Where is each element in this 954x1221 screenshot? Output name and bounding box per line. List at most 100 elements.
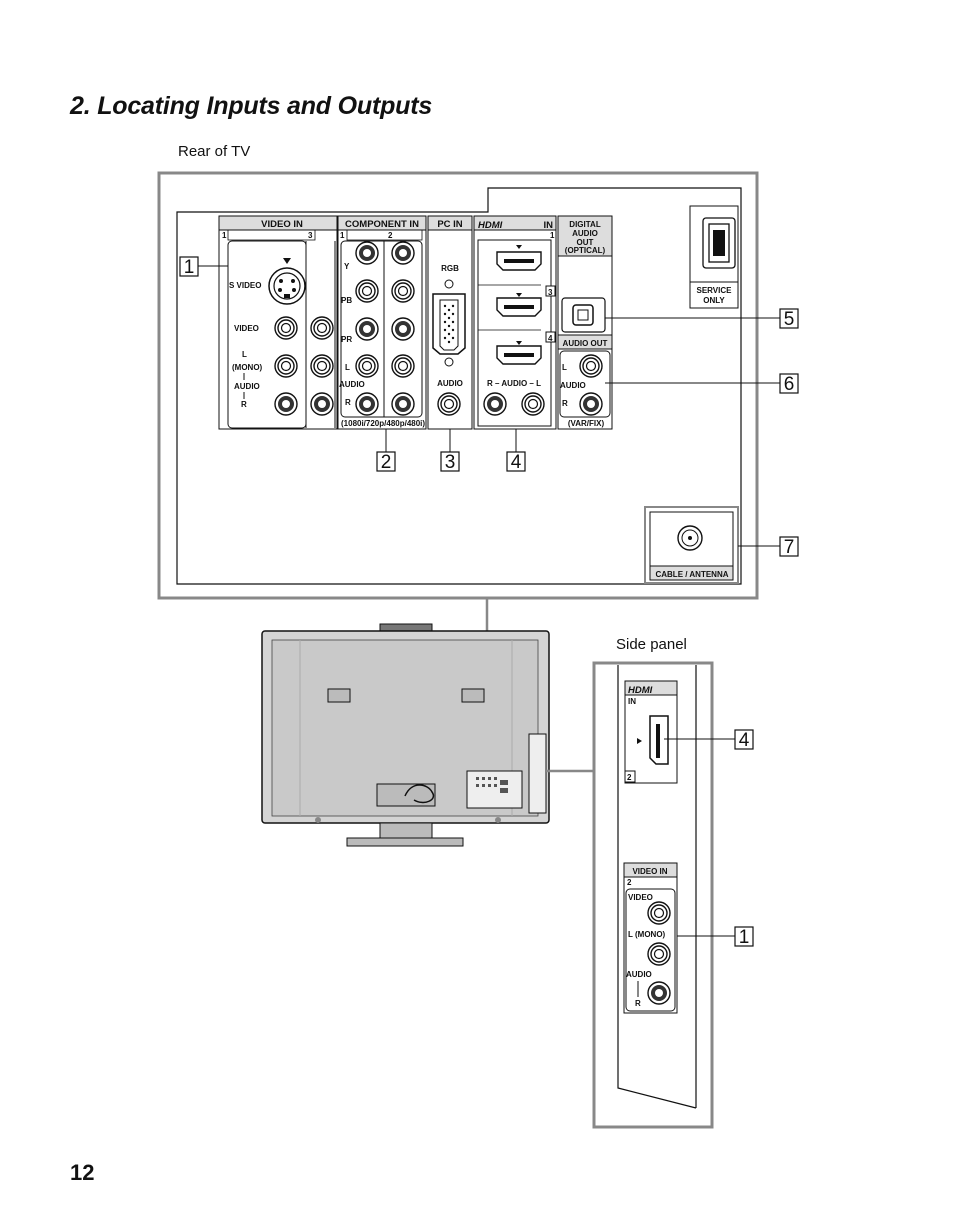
video-audio-label: AUDIO bbox=[234, 382, 260, 391]
audio-label-top: AUDIO bbox=[572, 229, 598, 238]
out-label: OUT bbox=[577, 238, 594, 247]
component-1-audio-r-port[interactable] bbox=[355, 392, 379, 416]
side-hdmi-in-label: IN bbox=[628, 697, 636, 706]
video-in-1-audio-l-port[interactable] bbox=[274, 354, 298, 378]
side-video-port[interactable] bbox=[647, 901, 671, 925]
component-in-group: COMPONENT IN 1 2 Y PB PR L AUDIO R (1080… bbox=[337, 215, 427, 430]
hdmi-in-label: IN bbox=[544, 220, 554, 231]
component-2-audio-r-port[interactable] bbox=[391, 392, 415, 416]
video-in-1-audio-r-port[interactable] bbox=[274, 392, 298, 416]
service-only-group: SERVICE ONLY bbox=[689, 205, 739, 309]
video-in-3-label: 3 bbox=[308, 231, 313, 240]
component-2-audio-l-port[interactable] bbox=[391, 354, 415, 378]
component-2-label: 2 bbox=[388, 231, 393, 240]
optical-label: (OPTICAL) bbox=[565, 246, 606, 255]
hdmi-1-label: 1 bbox=[550, 231, 555, 240]
component-1-pr-port[interactable] bbox=[355, 317, 379, 341]
pr-label: PR bbox=[341, 335, 352, 344]
side-mono-label: (MONO) bbox=[635, 930, 666, 939]
rear-of-tv-caption: Rear of TV bbox=[178, 143, 251, 160]
side-audio-l-port[interactable] bbox=[647, 942, 671, 966]
hdmi-3-port[interactable] bbox=[496, 297, 542, 317]
page-title: 2. Locating Inputs and Outputs bbox=[70, 92, 433, 120]
component-1-label: 1 bbox=[340, 231, 345, 240]
only-label: ONLY bbox=[703, 296, 725, 305]
video-in-3-audio-l-port[interactable] bbox=[310, 354, 334, 378]
pb-label: PB bbox=[341, 296, 352, 305]
cable-antenna-group: CABLE / ANTENNA bbox=[644, 506, 739, 584]
callout-1-rear: 1 bbox=[184, 257, 195, 278]
callout-6: 6 bbox=[784, 374, 795, 395]
side-hdmi-2-label: 2 bbox=[627, 773, 632, 782]
rear-callouts: 1 2 3 4 5 6 7 bbox=[179, 256, 799, 558]
callout-7: 7 bbox=[784, 537, 795, 558]
component-2-pb-port[interactable] bbox=[391, 279, 415, 303]
callout-2: 2 bbox=[381, 452, 392, 473]
side-panel-caption: Side panel bbox=[616, 636, 687, 653]
pc-audio-port[interactable] bbox=[437, 392, 461, 416]
digital-label: DIGITAL bbox=[569, 220, 601, 229]
audio-out-audio-label: AUDIO bbox=[560, 381, 586, 390]
rgb-label: RGB bbox=[441, 264, 459, 273]
digital-audio-out-group: DIGITAL AUDIO OUT (OPTICAL) AUDIO OUT L … bbox=[557, 215, 613, 430]
callout-4-side: 4 bbox=[739, 730, 750, 751]
audio-out-r-label: R bbox=[562, 399, 568, 408]
component-1-y-port[interactable] bbox=[355, 241, 379, 265]
video-in-3-video-port[interactable] bbox=[310, 316, 334, 340]
side-panel: HDMI IN 2 VIDEO IN 2 VIDEO L (MONO) AUDI… bbox=[546, 661, 754, 1129]
audio-out-l-label: L bbox=[562, 363, 567, 372]
callout-3: 3 bbox=[445, 452, 456, 473]
video-audio-r-label: R bbox=[241, 400, 247, 409]
var-fix-label: (VAR/FIX) bbox=[568, 419, 605, 428]
hdmi-1-port[interactable] bbox=[496, 251, 542, 271]
component-in-label: COMPONENT IN bbox=[345, 219, 419, 230]
service-label: SERVICE bbox=[697, 286, 733, 295]
video-in-1-video-port[interactable] bbox=[274, 316, 298, 340]
pc-audio-label: AUDIO bbox=[437, 379, 463, 388]
pc-in-group: PC IN RGB AUDIO bbox=[427, 215, 473, 430]
y-label: Y bbox=[344, 262, 350, 271]
callout-4-rear: 4 bbox=[511, 452, 522, 473]
hdmi-audio-l-port[interactable] bbox=[521, 392, 545, 416]
side-audio-label: AUDIO bbox=[626, 970, 652, 979]
side-audio-l-label: L bbox=[628, 930, 633, 939]
component-audio-label: AUDIO bbox=[339, 380, 365, 389]
component-1-audio-l-port[interactable] bbox=[355, 354, 379, 378]
callout-5: 5 bbox=[784, 309, 795, 330]
hdmi-4-label: 4 bbox=[548, 334, 553, 343]
side-audio-r-port[interactable] bbox=[647, 981, 671, 1005]
hdmi-logo: HDMI bbox=[478, 220, 503, 231]
video-in-3-audio-r-port[interactable] bbox=[310, 392, 334, 416]
callout-1-side: 1 bbox=[739, 927, 750, 948]
side-hdmi-logo: HDMI bbox=[628, 685, 653, 696]
side-video-in-label: VIDEO IN bbox=[632, 867, 667, 876]
cable-antenna-label: CABLE / ANTENNA bbox=[655, 570, 728, 579]
hdmi-in-group: HDMI IN 1 3 4 R – AUDIO – L bbox=[473, 215, 557, 430]
hdmi-audio-r-port[interactable] bbox=[483, 392, 507, 416]
page-number: 12 bbox=[70, 1160, 95, 1185]
audio-out-r-port[interactable] bbox=[579, 392, 603, 416]
video-audio-l-label: L bbox=[242, 350, 247, 359]
audio-out-label: AUDIO OUT bbox=[563, 339, 608, 348]
tv-back-illustration bbox=[261, 623, 550, 847]
pc-in-label: PC IN bbox=[437, 219, 462, 230]
component-audio-l-label: L bbox=[345, 363, 350, 372]
video-in-group: VIDEO IN 1 3 S VIDEO VIDEO L (MONO) AUDI… bbox=[218, 215, 338, 430]
component-audio-r-label: R bbox=[345, 398, 351, 407]
hdmi-3-label: 3 bbox=[548, 288, 553, 297]
side-video-in-2-label: 2 bbox=[627, 878, 632, 887]
video-label: VIDEO bbox=[234, 324, 259, 333]
video-in-label: VIDEO IN bbox=[261, 219, 303, 230]
hdmi-audio-label: R – AUDIO – L bbox=[487, 379, 541, 388]
s-video-label: S VIDEO bbox=[229, 281, 261, 290]
video-in-1-label: 1 bbox=[222, 231, 227, 240]
hdmi-4-port[interactable] bbox=[496, 345, 542, 365]
component-2-y-port[interactable] bbox=[391, 241, 415, 265]
rgb-port[interactable] bbox=[432, 293, 466, 355]
audio-out-l-port[interactable] bbox=[579, 354, 603, 378]
component-1-pb-port[interactable] bbox=[355, 279, 379, 303]
mono-label: (MONO) bbox=[232, 363, 263, 372]
component-2-pr-port[interactable] bbox=[391, 317, 415, 341]
resolutions-label: (1080i/720p/480p/480i) bbox=[341, 419, 425, 428]
